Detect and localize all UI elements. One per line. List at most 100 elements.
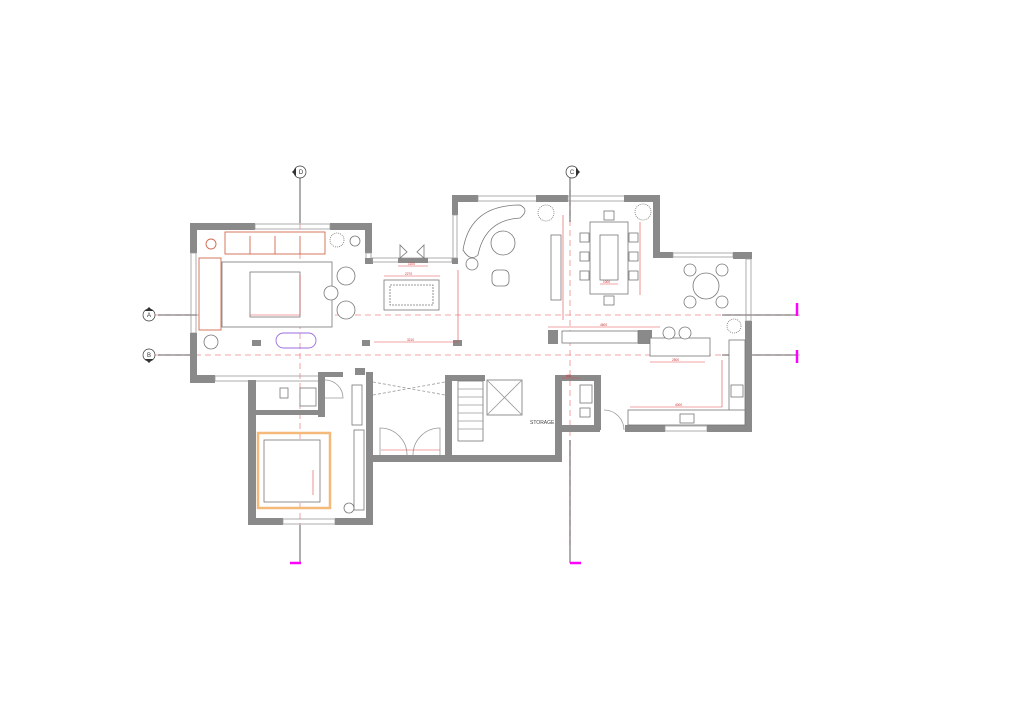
door-icon (603, 409, 625, 431)
plan-element: D (299, 170, 304, 176)
plan-element: 3210 (407, 338, 414, 342)
plan-element (445, 375, 485, 381)
plan-element: 4000 (675, 403, 682, 407)
plant-icon (634, 203, 652, 221)
plan-element (372, 455, 452, 462)
lounge (462, 204, 562, 301)
armchair (491, 269, 510, 287)
plan-element (335, 518, 373, 525)
island (649, 337, 711, 357)
plan-element (252, 340, 261, 346)
plan-element (190, 375, 215, 383)
bathtub (299, 387, 317, 407)
grid-bubble-b: B (142, 348, 156, 363)
round-table (692, 272, 720, 300)
grid-bubble-a: A (142, 307, 156, 322)
plan-element: 600 (566, 374, 572, 378)
dimensions: 1100 2270 3210 4600 2500 4000 1000 600 (250, 215, 723, 495)
plan-element (452, 214, 458, 259)
plan-element (567, 195, 627, 202)
plan-element (452, 195, 458, 215)
plan-element (190, 223, 255, 230)
plan-element (372, 381, 446, 396)
plan-element (555, 425, 600, 432)
plan-element (745, 258, 752, 322)
plan-element: 1000 (603, 280, 610, 284)
plan-element (653, 195, 660, 257)
plan-element (365, 223, 372, 253)
plan-element (628, 232, 639, 243)
lamp (343, 502, 355, 514)
plan-element (145, 307, 153, 311)
sink-icon (679, 413, 695, 424)
service-core: STORAGE (279, 379, 625, 511)
columns (252, 330, 652, 346)
plan-element (672, 252, 734, 258)
plan-element (579, 232, 590, 243)
plan-element: 2500 (672, 358, 679, 362)
plan-element (365, 258, 373, 264)
plan-element (452, 258, 458, 264)
bedroom (256, 431, 355, 514)
plan-element (625, 425, 665, 432)
plan-element (445, 455, 560, 462)
plan-element (628, 251, 639, 262)
plan-element (366, 372, 373, 525)
grid-lines (155, 178, 800, 565)
room-label-storage: STORAGE (530, 420, 555, 426)
sofa-side (198, 257, 222, 331)
living-room (198, 231, 440, 350)
lamp (203, 334, 219, 350)
plan-element (248, 518, 283, 525)
plan-element: 1100 (408, 262, 415, 266)
plan-element (318, 372, 325, 417)
stairs (457, 380, 484, 442)
plan-element (715, 295, 729, 309)
armchair (336, 266, 356, 286)
plan-element (190, 252, 197, 334)
plan-element (683, 263, 697, 277)
plan-element (594, 375, 601, 430)
plan-element (678, 326, 692, 340)
plan-element (579, 270, 590, 281)
plan-element (579, 251, 590, 262)
plan-element (745, 321, 752, 432)
kitchen (561, 326, 746, 426)
plan-element (715, 263, 729, 277)
plant-icon (537, 204, 555, 222)
plan-element (453, 340, 462, 346)
door-icon (324, 379, 344, 399)
chair (399, 244, 425, 259)
curved-sofa (462, 204, 526, 258)
plan-element: A (147, 313, 151, 319)
side-table (323, 285, 339, 301)
plan-element (599, 234, 619, 281)
toilet-icon (279, 387, 289, 399)
plant-icon (329, 232, 345, 248)
round-table (490, 230, 516, 256)
plan-element (398, 258, 428, 263)
plan-element (624, 195, 660, 202)
plan-element (445, 375, 452, 462)
plan-element: C (570, 170, 575, 176)
plan-element (664, 425, 708, 432)
bed (263, 439, 321, 503)
plan-element (536, 195, 568, 202)
plan-element (256, 410, 321, 415)
plan-element: 2270 (405, 272, 412, 276)
bench (275, 332, 317, 349)
side-table (205, 238, 217, 250)
plan-element (548, 330, 558, 344)
plan-element (254, 223, 331, 230)
plan-element (248, 380, 256, 525)
armchair (336, 300, 356, 320)
plan-element (452, 195, 478, 202)
plan-element (190, 333, 197, 383)
wardrobe (351, 384, 363, 426)
plan-element (486, 379, 523, 416)
stove-icon (730, 384, 744, 398)
coffee-table (249, 271, 301, 318)
plan-element (683, 295, 697, 309)
walls (190, 195, 752, 525)
plan-element (653, 252, 673, 258)
